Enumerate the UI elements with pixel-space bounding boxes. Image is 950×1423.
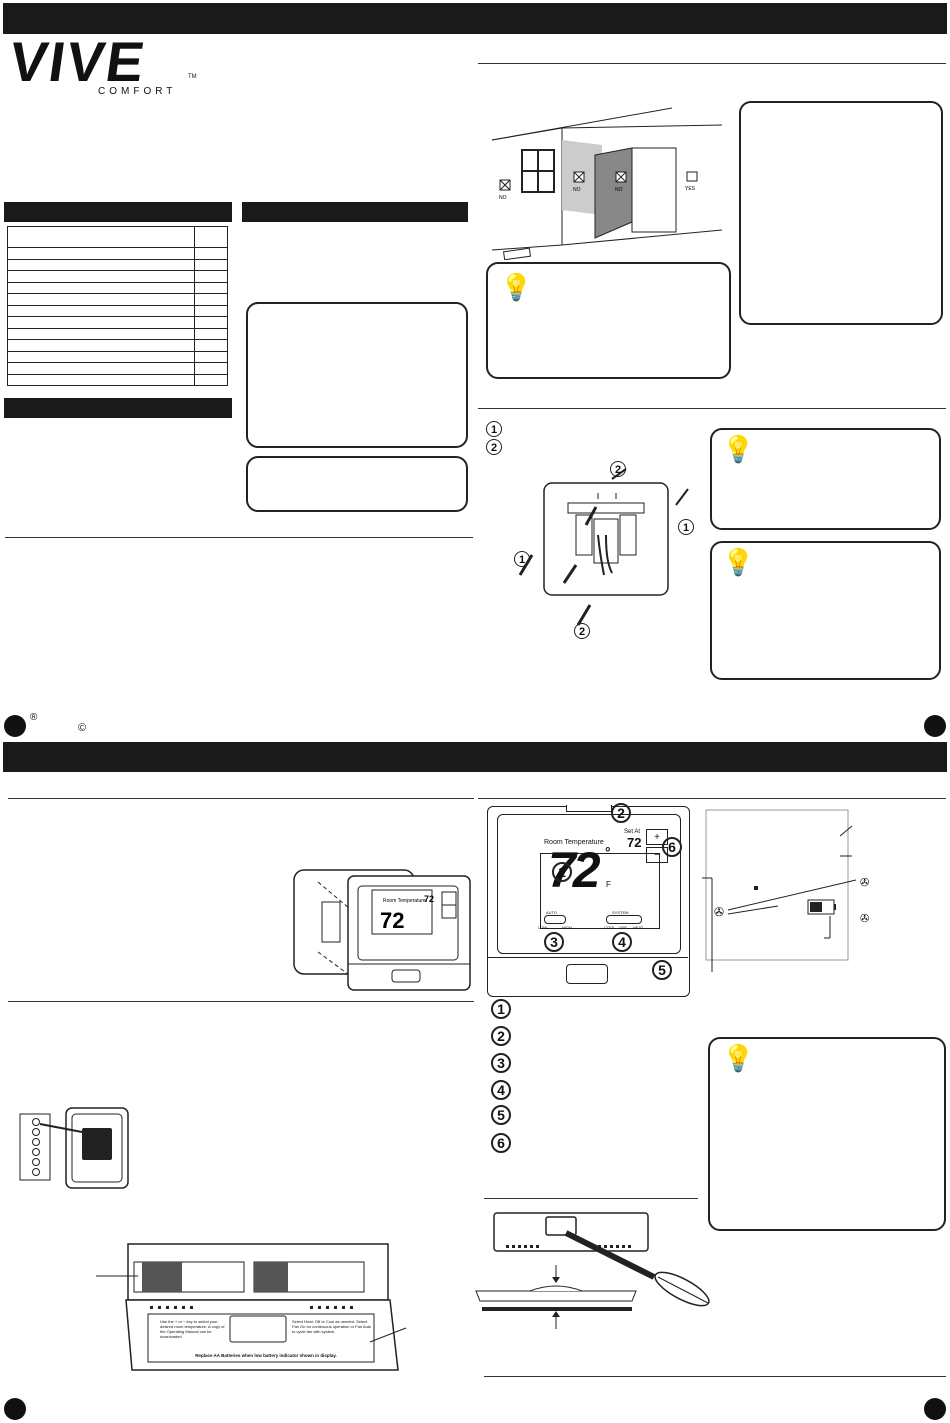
- no-label-2: NO: [573, 187, 581, 193]
- thermostat-top-notch: [566, 805, 612, 812]
- section-header-parts: [4, 202, 232, 222]
- thermostat-face-panel: [497, 814, 681, 954]
- svg-text:✇: ✇: [714, 905, 724, 919]
- info-box-location: [739, 101, 943, 325]
- no-label-1: NO: [499, 195, 507, 201]
- yes-label: YES: [685, 186, 696, 192]
- location-diagram: NO NO NO YES: [491, 107, 723, 260]
- room-temp-unit: F: [606, 880, 611, 889]
- registered-mark: ®: [30, 712, 38, 723]
- divider-bottom-left-top: [8, 798, 474, 799]
- info-box-warning: [246, 302, 468, 448]
- set-at-value: 72: [627, 835, 642, 850]
- fan-high-label: HIGH: [562, 925, 572, 930]
- install-illustration: Room Temperature 72 72: [293, 869, 471, 991]
- terminal-block-diagram: [19, 1107, 129, 1189]
- room-temp-degree: °: [605, 844, 611, 860]
- battery-instruction-right: Select Heat, Off or Cool as needed. Sele…: [292, 1319, 372, 1334]
- lcd-detail-diagram: ✇ ✇ ✇: [702, 809, 869, 972]
- brand-sub: COMFORT: [98, 86, 177, 97]
- lightbulb-icon: 💡: [722, 1043, 755, 1073]
- section-header-tools: [242, 202, 468, 222]
- divider-battery-section: [484, 1198, 698, 1199]
- battery-compartment-diagram: [96, 1243, 407, 1371]
- page-corner-dot: [4, 715, 26, 737]
- svg-text:Room Temperature: Room Temperature: [383, 898, 426, 904]
- section-header-specs: [4, 398, 232, 418]
- svg-text:72: 72: [424, 894, 434, 904]
- callout-2-top: 2: [610, 461, 626, 477]
- divider-bottom-left-mid: [8, 1001, 474, 1002]
- sys-off-label: OFF: [619, 925, 627, 930]
- step-1-marker: 1: [486, 421, 502, 437]
- divider-bottom-right-end: [484, 1376, 946, 1377]
- page-corner-dot: [924, 715, 946, 737]
- sys-heat-label: HEAT: [633, 925, 644, 930]
- callout-2: 2: [611, 803, 631, 823]
- system-switch[interactable]: [606, 915, 642, 924]
- brand-name: VIVE: [5, 30, 151, 93]
- info-box-note: [246, 456, 468, 512]
- legend-3: 3: [491, 1053, 511, 1073]
- brand-tm: TM: [188, 74, 197, 80]
- fan-switch[interactable]: [544, 915, 566, 924]
- callout-3: 3: [544, 932, 564, 952]
- mounting-plate-diagram: [518, 468, 689, 626]
- battery-door-removal-diagram: [475, 1212, 710, 1329]
- top-header-bar: [3, 3, 947, 34]
- lightbulb-icon: 💡: [722, 547, 755, 577]
- legend-4: 4: [491, 1080, 511, 1100]
- page-corner-dot: [924, 1398, 946, 1420]
- callout-2-bottom: 2: [574, 623, 590, 639]
- svg-text:✇: ✇: [860, 877, 869, 889]
- parts-table: [7, 226, 228, 386]
- copyright-mark: ©: [78, 722, 87, 734]
- bottom-divider: [488, 957, 688, 958]
- battery-door-tab[interactable]: [566, 964, 608, 984]
- callout-4: 4: [612, 932, 632, 952]
- tip-box-location: 💡: [486, 262, 731, 379]
- legend-2: 2: [491, 1026, 511, 1046]
- callout-1-right: 1: [678, 519, 694, 535]
- sys-cool-label: COOL: [604, 925, 616, 930]
- step-2-marker: 2: [486, 439, 502, 455]
- tip-box-controls: 💡: [708, 1037, 946, 1231]
- divider-right-mid: [478, 408, 946, 409]
- legend-6: 6: [491, 1133, 511, 1153]
- callout-5: 5: [652, 960, 672, 980]
- system-switch-label: SYSTEM: [612, 910, 629, 915]
- brand-logo: VIVE TM COMFORT: [6, 30, 200, 106]
- callout-1-left: 1: [514, 551, 530, 567]
- room-temp-label: Room Temperature: [544, 839, 604, 846]
- tip-box-mount-1: 💡: [710, 428, 941, 530]
- battery-instruction-left: Use the + or − key to select your desire…: [160, 1319, 225, 1339]
- divider-right-top: [478, 63, 946, 64]
- callout-1: 1: [552, 862, 572, 882]
- battery-instruction-bottom: Replace AA Batteries when low battery in…: [195, 1353, 337, 1358]
- bottom-header-bar: [3, 742, 947, 772]
- lightbulb-icon: 💡: [722, 434, 755, 464]
- svg-text:72: 72: [380, 908, 404, 933]
- divider-bottom-right-top: [478, 798, 946, 799]
- svg-text:✇: ✇: [860, 913, 869, 925]
- legend-1: 1: [491, 999, 511, 1019]
- callout-6: 6: [662, 837, 682, 857]
- legend-5: 5: [491, 1105, 511, 1125]
- set-at-label: Set At: [624, 829, 641, 835]
- no-label-3: NO: [615, 187, 623, 193]
- fan-low-label: LOW: [538, 925, 548, 930]
- tip-box-mount-2: 💡: [710, 541, 941, 680]
- page-corner-dot: [4, 1398, 26, 1420]
- divider-left-mid: [5, 537, 473, 538]
- lightbulb-icon: 💡: [500, 272, 533, 302]
- fan-switch-label: AUTO: [546, 910, 558, 915]
